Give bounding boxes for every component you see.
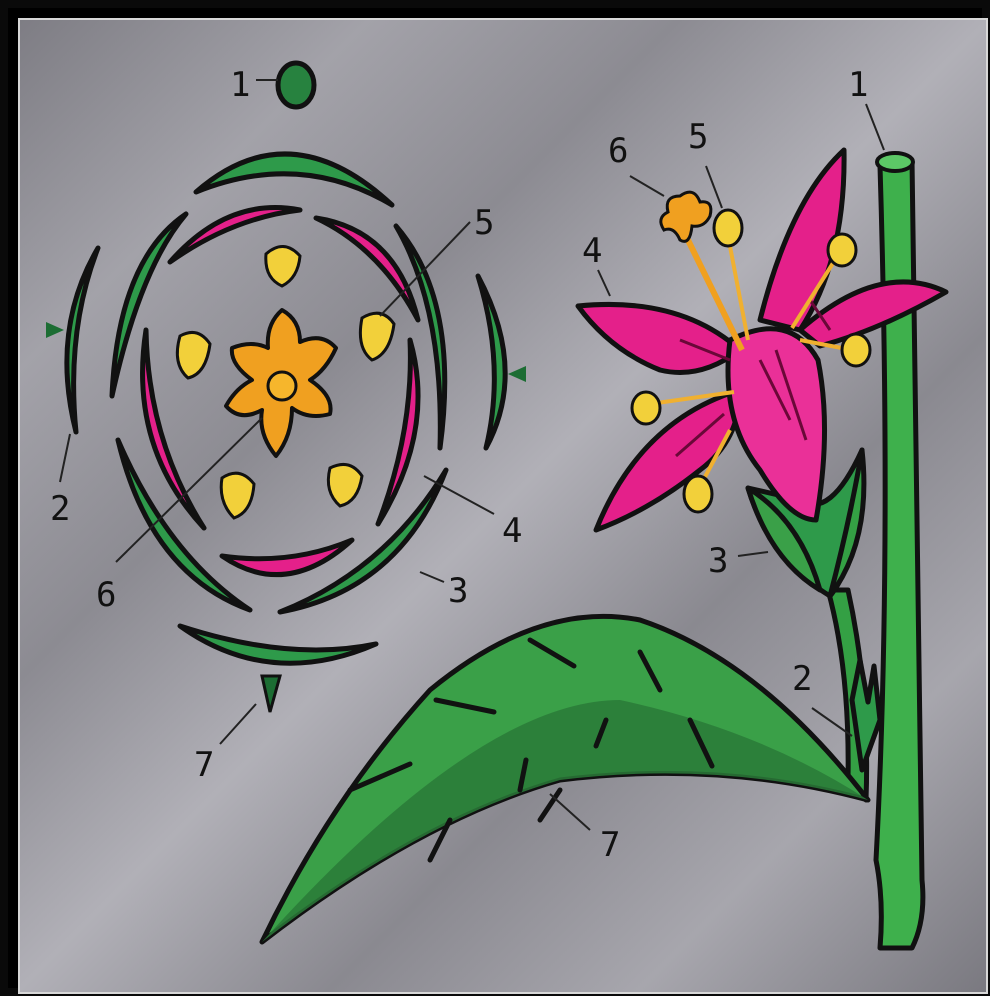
label-right-3: 3 — [708, 541, 728, 581]
petal-front — [728, 329, 825, 520]
label-left-3: 3 — [448, 571, 468, 611]
anther-left — [177, 332, 210, 378]
floral-axis — [278, 63, 314, 107]
leader-left-3 — [420, 572, 444, 582]
petal-inner-right — [378, 340, 418, 524]
main-stem — [876, 156, 923, 948]
label-right-4: 4 — [582, 231, 602, 271]
petal-lower-left — [596, 390, 740, 530]
leader-left-2 — [60, 434, 70, 482]
stem-top — [877, 153, 913, 171]
left-bracteole — [67, 248, 98, 432]
leader-right-4 — [598, 270, 610, 296]
anther-2 — [828, 234, 856, 266]
right-bracteole — [478, 276, 505, 448]
sepal-outer-right-bottom — [280, 470, 446, 612]
leader-right-7 — [550, 794, 590, 830]
bottom-bract-tip — [262, 676, 280, 712]
leader-left-7 — [220, 704, 256, 744]
stigma — [661, 192, 711, 241]
anther-top — [266, 246, 300, 286]
anther-1 — [714, 210, 742, 246]
plant-illustration: 1 2 3 4 5 6 7 — [262, 65, 946, 948]
label-left-2: 2 — [50, 489, 70, 529]
anther-bottom-left — [221, 473, 254, 518]
label-left-6: 6 — [96, 575, 116, 615]
sepal-outer-left-bottom — [118, 440, 250, 610]
anther-4 — [632, 392, 660, 424]
leader-right-3 — [738, 552, 768, 556]
anther-bottom-right — [328, 464, 362, 506]
leader-right-1 — [866, 104, 884, 150]
top-bract — [196, 154, 392, 205]
leaf — [262, 616, 868, 942]
anther-3 — [842, 334, 870, 366]
right-bracteole-tip — [508, 366, 526, 382]
petal-left — [578, 304, 740, 372]
label-left-4: 4 — [502, 511, 522, 551]
label-left-5: 5 — [474, 203, 494, 243]
label-left-1: 1 — [230, 65, 250, 105]
pistil-diagram — [226, 310, 336, 456]
anther-5 — [684, 476, 712, 512]
petal-inner-bottom — [222, 540, 352, 575]
leader-right-6 — [630, 176, 664, 196]
bottom-bract — [180, 626, 376, 663]
label-left-7: 7 — [194, 745, 214, 785]
sepal-outer-top-right — [396, 226, 445, 448]
pistil-center — [268, 372, 296, 400]
anther-right — [360, 313, 394, 360]
label-right-6: 6 — [608, 131, 628, 171]
label-right-1: 1 — [848, 65, 868, 105]
label-right-7: 7 — [600, 825, 620, 865]
label-right-5: 5 — [688, 117, 708, 157]
label-right-2: 2 — [792, 659, 812, 699]
left-bracteole-tip — [46, 322, 64, 338]
